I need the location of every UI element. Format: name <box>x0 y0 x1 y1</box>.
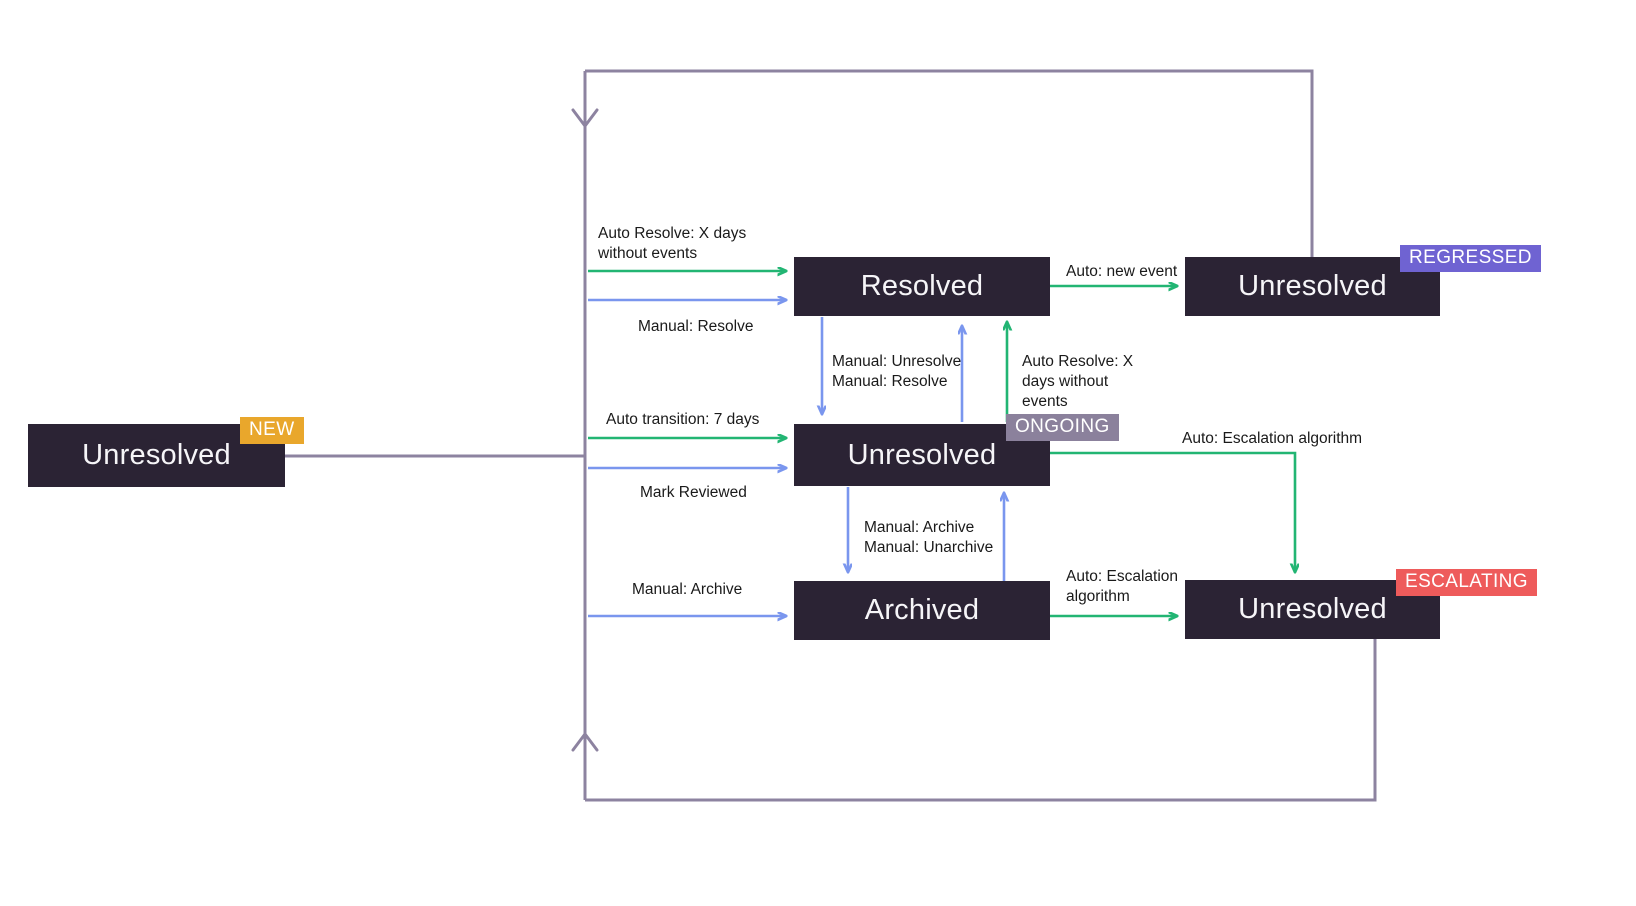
node-label: Resolved <box>860 270 984 302</box>
node-archived[interactable]: Archived <box>794 581 1050 640</box>
edge-loop-escalating-to-new <box>585 639 1377 802</box>
edge-label-auto-resolve-x-days: Auto Resolve: X days without events <box>598 225 747 262</box>
edge-label-manual-archive-left: Manual: Archive <box>632 581 743 598</box>
edge-label-auto-new-event: Auto: new event <box>1066 263 1178 280</box>
edge-label-auto-escalation-top: Auto: Escalation algorithm <box>1182 430 1363 447</box>
status-badge-escalating: ESCALATING <box>1396 569 1537 596</box>
node-label: Unresolved <box>82 439 231 471</box>
edge-label-auto-transition-7-days: Auto transition: 7 days <box>606 411 760 428</box>
node-label: Unresolved <box>1238 593 1387 625</box>
edge-label-auto-escalation-bottom: Auto: Escalation algorithm <box>1066 568 1179 605</box>
edge-label-manual-resolve: Manual: Resolve <box>638 318 754 335</box>
edge-loop-trunk <box>571 71 599 800</box>
node-resolved[interactable]: Resolved <box>794 257 1050 316</box>
node-unresolved-regressed[interactable]: Unresolved <box>1185 257 1440 316</box>
edge-ongoing-to-escalating-auto <box>1050 451 1295 572</box>
status-badge-ongoing: ONGOING <box>1006 414 1119 441</box>
node-label: Unresolved <box>847 438 997 471</box>
edge-label-auto-resolve-x-days-up: Auto Resolve: X days without events <box>1022 353 1134 410</box>
edge-label-manual-unresolve-resolve: Manual: Unresolve Manual: Resolve <box>832 353 962 390</box>
node-label: Archived <box>864 594 980 626</box>
status-badge-new: NEW <box>240 417 304 444</box>
node-label: Unresolved <box>1238 270 1387 302</box>
status-badge-regressed: REGRESSED <box>1400 245 1541 272</box>
edge-label-manual-archive-unarchive: Manual: Archive Manual: Unarchive <box>864 519 994 556</box>
edge-label-mark-reviewed: Mark Reviewed <box>640 484 747 501</box>
